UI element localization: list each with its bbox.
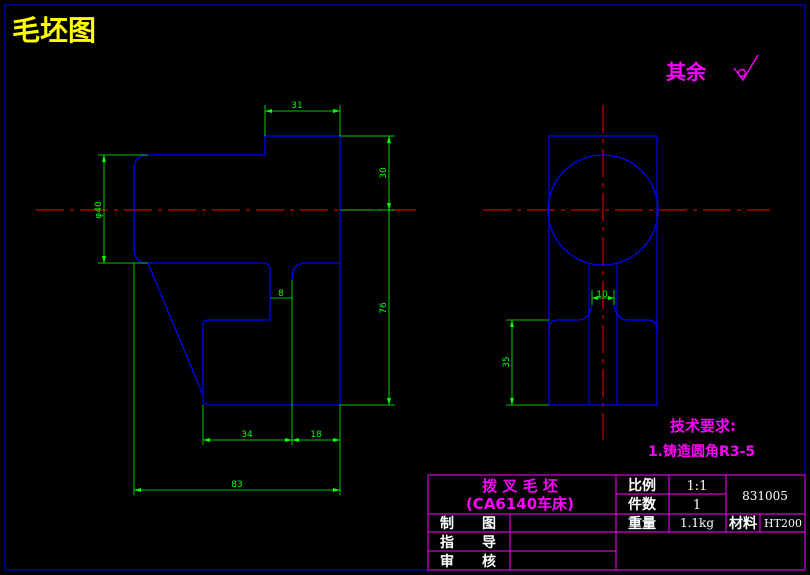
roughness-note: 其余 [666,60,707,84]
dim-top-width: 31 [291,101,302,111]
front-dimensions [98,105,395,495]
side-boss [548,300,658,331]
tech-req-item1: 1.铸造圆角R3-5 [648,443,755,460]
drawing-border [4,4,806,571]
tb-weight-value: 1.1kg [680,516,714,530]
dim-upper-height: 30 [379,167,389,179]
title-block [427,474,806,571]
side-dimension-arrows [510,296,614,405]
front-dimension-arrows [102,109,391,492]
dim-slot-width: 8 [278,289,284,299]
tb-material-value: HT200 [764,517,802,530]
dim-bottom-right: 18 [310,430,322,440]
drawing-title: 毛坯图 [12,14,96,47]
tb-scale-label: 比例 [628,477,656,494]
dim-overall-width: 83 [231,480,242,490]
tb-drawing-no: 831005 [742,489,788,503]
tb-drawn-by: 制 图 [440,515,496,532]
tb-scale-value: 1:1 [687,479,708,494]
dim-side-height: 35 [502,356,512,367]
dim-diameter: φ40 [94,201,104,219]
front-slot [291,262,340,281]
tb-guided-by: 指 导 [440,534,496,551]
front-view: 31 30 φ40 76 8 34 18 83 [36,101,420,495]
side-view: 10 35 [483,105,770,440]
tb-part-name: 拨 叉 毛 坯 [482,477,558,495]
dim-lower-height: 76 [379,302,389,314]
side-outline [548,135,658,406]
side-dimensions [506,290,615,406]
front-rib [147,262,204,396]
side-bore [547,154,659,266]
dim-side-slot: 10 [596,290,608,300]
tb-qty-value: 1 [693,498,701,513]
tb-weight-label: 重量 [628,515,656,532]
tb-reviewed-by: 审 核 [440,553,496,570]
tb-machine: (CA6140车床) [466,495,574,513]
dim-bottom-left: 34 [241,430,253,440]
front-outline [133,135,341,406]
tech-req-heading: 技术要求: [670,417,736,435]
tb-material-label: 材料 [729,515,757,532]
tb-qty-label: 件数 [628,496,657,513]
roughness-symbol-icon [733,54,759,82]
